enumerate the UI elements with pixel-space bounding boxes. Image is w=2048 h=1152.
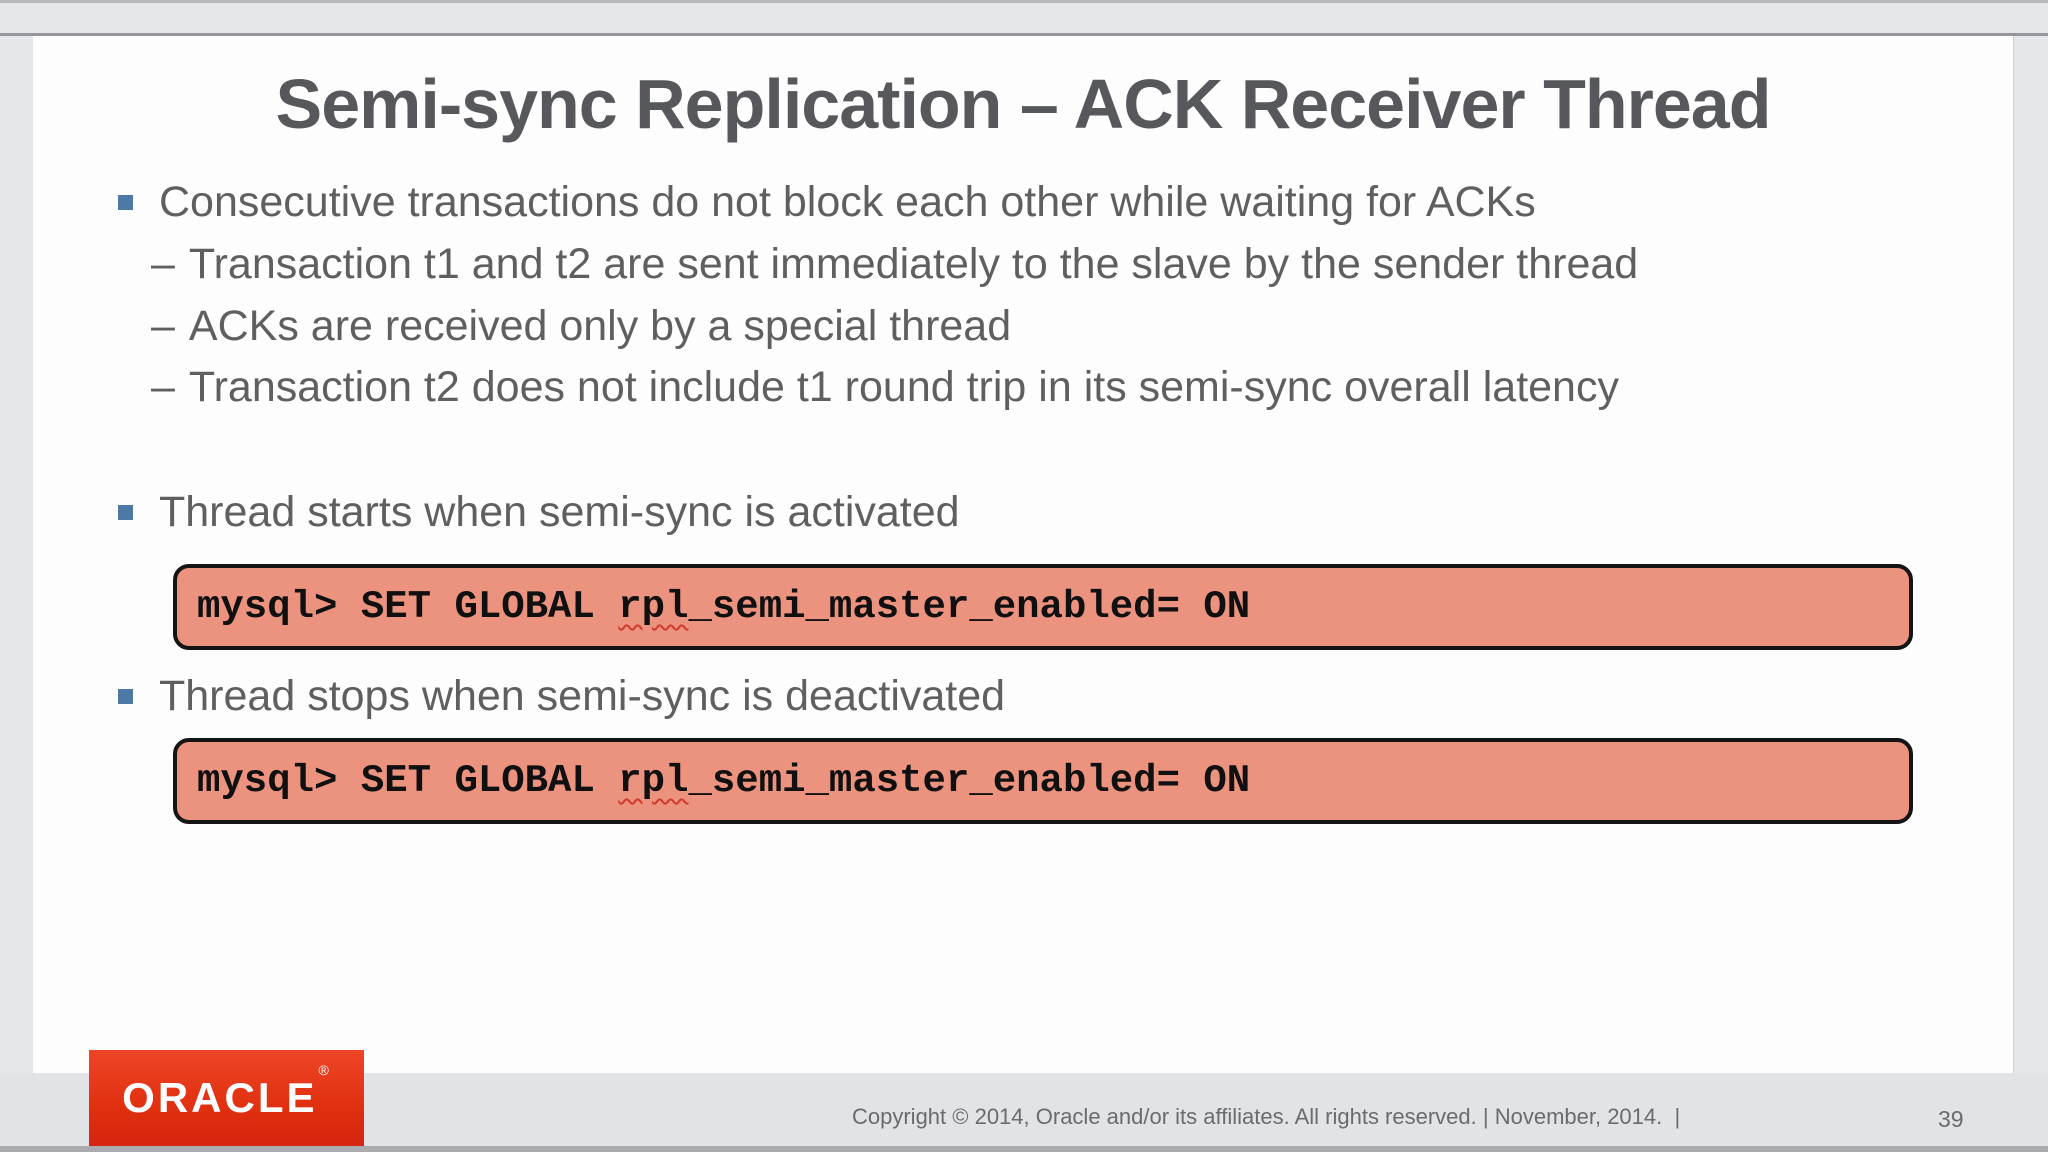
bullet-item-2-label: Thread starts when semi-sync is activate… <box>159 488 960 536</box>
bullet-item-2: Thread starts when semi-sync is activate… <box>118 488 960 537</box>
page-number: 39 <box>1938 1106 1964 1132</box>
bullet-square-icon <box>118 195 133 210</box>
window-gutter-left <box>0 36 33 1073</box>
code-prefix: mysql> SET GLOBAL <box>197 759 619 803</box>
bullet-square-icon <box>118 689 133 704</box>
window-gutter-right <box>2013 36 2048 1073</box>
dash-icon: – <box>151 302 175 350</box>
code-spellcheck-word: rpl <box>618 759 689 803</box>
bullet-item-3-label: Thread stops when semi-sync is deactivat… <box>159 672 1006 720</box>
code-spellcheck-word: rpl <box>618 585 689 629</box>
sub-bullet-2-label: ACKs are received only by a special thre… <box>188 302 1012 350</box>
dash-icon: – <box>151 363 175 411</box>
code-box-activate: mysql> SET GLOBAL rpl_semi_master_enable… <box>173 564 1913 650</box>
bullet-item-3: Thread stops when semi-sync is deactivat… <box>118 672 1005 721</box>
sub-bullet-3-label: Transaction t2 does not include t1 round… <box>188 363 1619 411</box>
sub-bullet-1: –Transaction t1 and t2 are sent immediat… <box>151 240 1638 289</box>
code-line: mysql> SET GLOBAL rpl_semi_master_enable… <box>197 585 1250 629</box>
sub-bullet-3: –Transaction t2 does not include t1 roun… <box>151 363 1619 412</box>
sub-bullet-1-label: Transaction t1 and t2 are sent immediate… <box>188 240 1639 288</box>
oracle-wordmark: ORACLE <box>122 1074 318 1121</box>
bullet-item-1: Consecutive transactions do not block ea… <box>118 178 1536 227</box>
code-suffix: _semi_master_enabled= ON <box>688 585 1251 629</box>
bullet-square-icon <box>118 505 133 520</box>
code-suffix: _semi_master_enabled= ON <box>688 759 1251 803</box>
bullet-item-1-label: Consecutive transactions do not block ea… <box>159 178 1536 226</box>
sub-bullet-2: –ACKs are received only by a special thr… <box>151 302 1011 351</box>
window-top-bar <box>0 0 2048 36</box>
registered-trademark-icon: ® <box>318 1062 332 1078</box>
dash-icon: – <box>151 240 175 288</box>
slide-canvas: Semi-sync Replication – ACK Receiver Thr… <box>33 36 2014 1073</box>
oracle-logo-text: ORACLE® <box>122 1062 331 1122</box>
code-prefix: mysql> SET GLOBAL <box>197 585 619 629</box>
code-line: mysql> SET GLOBAL rpl_semi_master_enable… <box>197 759 1250 803</box>
oracle-logo: ORACLE® <box>89 1050 364 1146</box>
footer-copyright: Copyright © 2014, Oracle and/or its affi… <box>852 1104 1681 1129</box>
code-box-deactivate: mysql> SET GLOBAL rpl_semi_master_enable… <box>173 738 1913 824</box>
slide-title: Semi-sync Replication – ACK Receiver Thr… <box>275 65 1772 143</box>
